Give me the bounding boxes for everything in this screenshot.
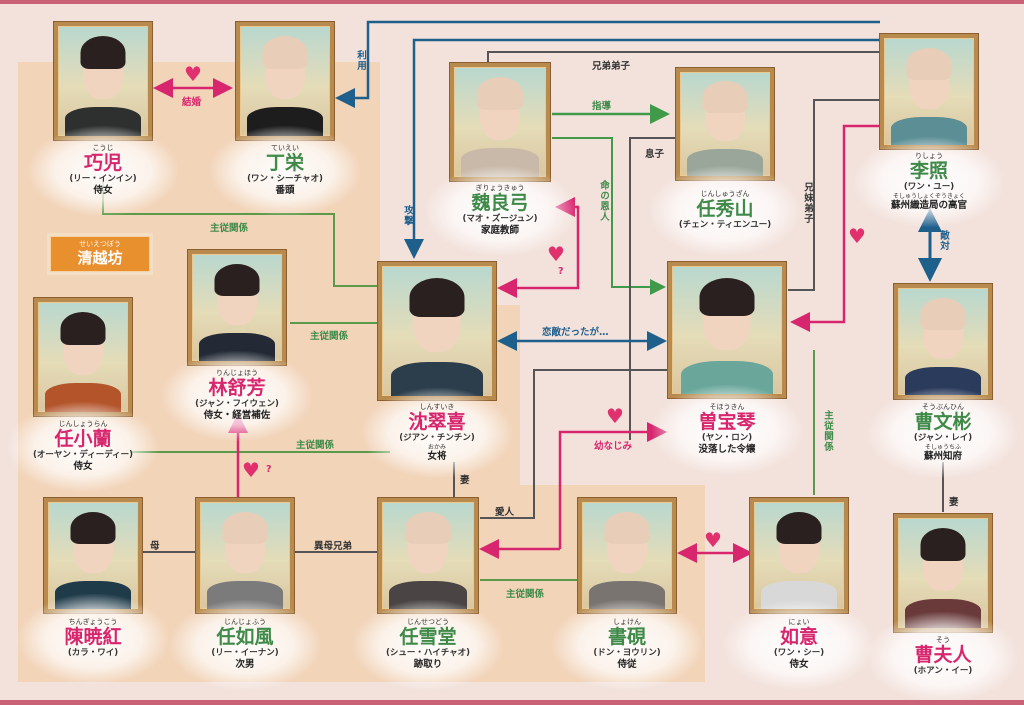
label-use: 利用 [355, 50, 366, 71]
heart-icon: ♥ [547, 242, 565, 266]
name-shoken: しょけん 書硯 (ドン・ヨウリン) 侍従 [552, 599, 702, 690]
label-siblings-disciple: 兄弟弟子 [592, 61, 631, 72]
name-rinjohou: りんじょほう 林舒芳 (ジャン・フイウェン) 侍女・経営補佐 [161, 350, 312, 441]
name-jinsetsudou: じんせつどう 任雪堂 (シュー・ハイチャオ) 跡取り [352, 599, 503, 690]
name-kouji: こうじ 巧児 (リー・インイン) 侍女 [28, 125, 178, 216]
label-rival: 敵対 [938, 230, 949, 251]
label-master-servant: 主従関係 [210, 223, 249, 234]
name-rishou: りしょう 李照 (ワン・ユー) そしゅうしょくぞうきょく 蘇州織造局の高官 [853, 137, 1004, 227]
label-question: ? [558, 266, 564, 277]
heart-icon: ♥ [704, 528, 722, 552]
label-master-servant: 主従関係 [310, 331, 349, 342]
heart-icon: ♥ [606, 404, 624, 428]
label-lover: 愛人 [495, 507, 515, 518]
portrait-giryoukyuu[interactable] [449, 62, 551, 182]
label-master-servant: 主従関係 [822, 410, 833, 452]
name-giryoukyuu: ぎりょうきゅう 魏良弓 (マオ・ズージュン) 家庭教師 [424, 165, 575, 256]
portrait-nyoi[interactable] [749, 497, 849, 614]
badge-label: 清越坊 [77, 249, 123, 267]
portrait-shinsuiki[interactable] [377, 261, 497, 401]
portrait-soubunpin[interactable] [893, 283, 993, 400]
heart-icon: ♥ [184, 62, 202, 86]
portrait-shoken[interactable] [577, 497, 677, 614]
name-jinshuuzan: じんしゅうざん 任秀山 (チェン・ティエンユー) [649, 165, 800, 256]
label-attack: 攻撃 [402, 205, 413, 226]
label-guidance: 指導 [592, 101, 612, 112]
portrait-sohoukin[interactable] [667, 261, 787, 399]
portrait-jinjofuu[interactable] [195, 497, 295, 614]
label-sister-disciple: 兄妹弟子 [802, 182, 813, 224]
label-question: ? [266, 464, 272, 475]
name-shinsuiki: しんすいき 沈翠喜 (ジアン・チンチン) おかみ 女将 [362, 388, 512, 478]
portrait-teiei[interactable] [235, 21, 335, 141]
name-soubunpin: そうぶんひん 曹文彬 (ジャン・レイ) そしゅうちふ 蘇州知府 [867, 388, 1018, 478]
label-life-savior: 命の恩人 [598, 180, 609, 222]
label-childhood: 幼なじみ [594, 441, 633, 452]
name-jinshouran: じんしょうらん 任小蘭 (オーヤン・ディーディー) 侍女 [8, 401, 158, 492]
name-nyoi: にょい 如意 (ワン・シー) 侍女 [724, 599, 874, 690]
heart-icon: ♥ [848, 224, 866, 248]
name-teiei: ていえい 丁栄 (ワン・シーチャオ) 番頭 [210, 125, 360, 216]
name-chingyoukou: ちんぎょうこう 陳暁紅 (カラ・ワイ) [17, 593, 168, 684]
top-border [0, 0, 1024, 4]
portrait-jinshuuzan[interactable] [675, 67, 775, 181]
name-jinjofuu: じんじょふう 任如風 (リー・イーナン) 次男 [170, 599, 320, 690]
heart-icon: ♥ [242, 458, 260, 482]
label-marriage: 結婚 [182, 97, 202, 108]
name-soufujin: そう 曹夫人 (ホアン・イー) [868, 611, 1018, 702]
portrait-rishou[interactable] [879, 33, 979, 150]
label-master-servant: 主従関係 [296, 440, 335, 451]
badge-furigana: せいえつぼう [79, 240, 121, 248]
label-half-brothers: 異母兄弟 [314, 541, 353, 552]
portrait-jinsetsudou[interactable] [377, 497, 479, 614]
portrait-rinjohou[interactable] [187, 249, 287, 366]
seietsubou-badge: せいえつぼう 清越坊 [50, 236, 150, 272]
label-rivals-but: 恋敵だったが… [542, 327, 609, 338]
label-wife: 妻 [460, 475, 470, 486]
label-master-servant: 主従関係 [506, 589, 545, 600]
name-sohoukin: そほうきん 曽宝琴 (ヤン・ロン) 没落した令嬢 [651, 384, 802, 475]
portrait-kouji[interactable] [53, 21, 153, 141]
label-mother: 母 [150, 541, 160, 552]
portrait-jinshouran[interactable] [33, 297, 133, 417]
label-wife: 妻 [949, 497, 959, 508]
bottom-border [0, 700, 1024, 705]
label-son: 息子 [645, 149, 665, 160]
